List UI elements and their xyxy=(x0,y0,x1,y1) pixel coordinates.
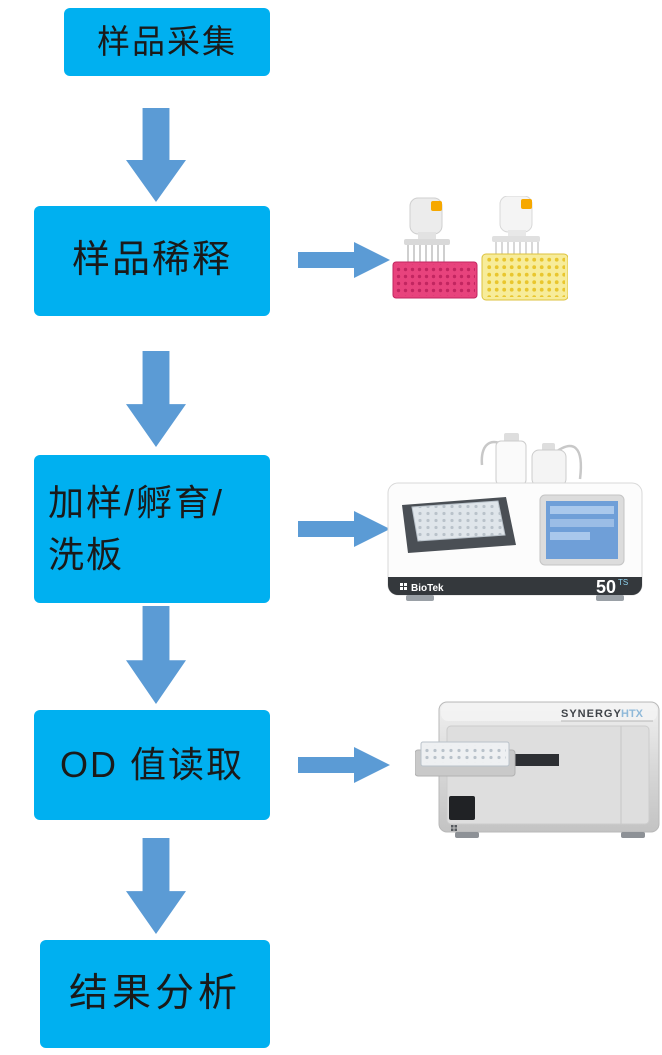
step-box-result-analysis: 结果分析 xyxy=(40,940,270,1048)
step-box-sample-dilution: 样品稀释 xyxy=(34,206,270,316)
pipettes-image xyxy=(388,196,568,316)
reader-brand-text: SYNERGY xyxy=(561,708,622,720)
step-box-od-reading: OD 值读取 xyxy=(34,710,270,820)
step-label: 结果分析 xyxy=(68,971,241,1015)
reader-vent xyxy=(449,796,475,820)
yellow-microplate xyxy=(485,257,565,297)
down-arrow-shape xyxy=(126,606,186,704)
down-arrow-icon xyxy=(126,838,186,934)
plate-reader-image: SYNERGY HTX xyxy=(415,698,662,846)
reader-body: SYNERGY HTX xyxy=(415,701,660,838)
washer-bottles-and-tubing xyxy=(480,433,583,487)
step-label: 样品稀释 xyxy=(71,239,232,282)
plate-washer-image: BioTek 50 TS xyxy=(384,433,646,618)
washer-model-text: 50 xyxy=(596,577,616,597)
right-arrow-icon xyxy=(298,747,390,783)
right-arrow-shape xyxy=(298,747,390,783)
down-arrow-shape xyxy=(126,108,186,202)
washer-front-band xyxy=(388,577,642,595)
right-multichannel-pipette xyxy=(481,196,568,301)
step-box-sample-collection: 样品采集 xyxy=(64,8,270,76)
right-arrow-shape xyxy=(298,242,390,278)
right-arrow-icon xyxy=(298,511,390,547)
left-multichannel-pipette xyxy=(392,197,478,299)
step-label: OD 值读取 xyxy=(59,743,244,785)
down-arrow-icon xyxy=(126,351,186,447)
step-box-dispense-incubate-wash: 加样/孵育/ 洗板 xyxy=(34,455,270,603)
down-arrow-icon xyxy=(126,606,186,704)
pink-microplate xyxy=(395,264,475,296)
washer-touchscreen xyxy=(539,494,625,566)
washer-model-suffix-text: TS xyxy=(618,578,628,587)
washer-brand-text: BioTek xyxy=(411,583,444,594)
reader-bottom-logo xyxy=(451,825,457,831)
right-arrow-icon xyxy=(298,242,390,278)
step-label-line2: 洗板 xyxy=(48,534,125,575)
washer-body: BioTek 50 TS xyxy=(387,482,643,601)
right-arrow-shape xyxy=(298,511,390,547)
down-arrow-shape xyxy=(126,351,186,447)
reader-model-text: HTX xyxy=(621,708,644,720)
step-label: 样品采集 xyxy=(97,23,237,61)
down-arrow-shape xyxy=(126,838,186,934)
down-arrow-icon xyxy=(126,108,186,202)
step-label-line1: 加样/孵育/ xyxy=(48,481,225,523)
biotek-logo xyxy=(400,583,407,590)
